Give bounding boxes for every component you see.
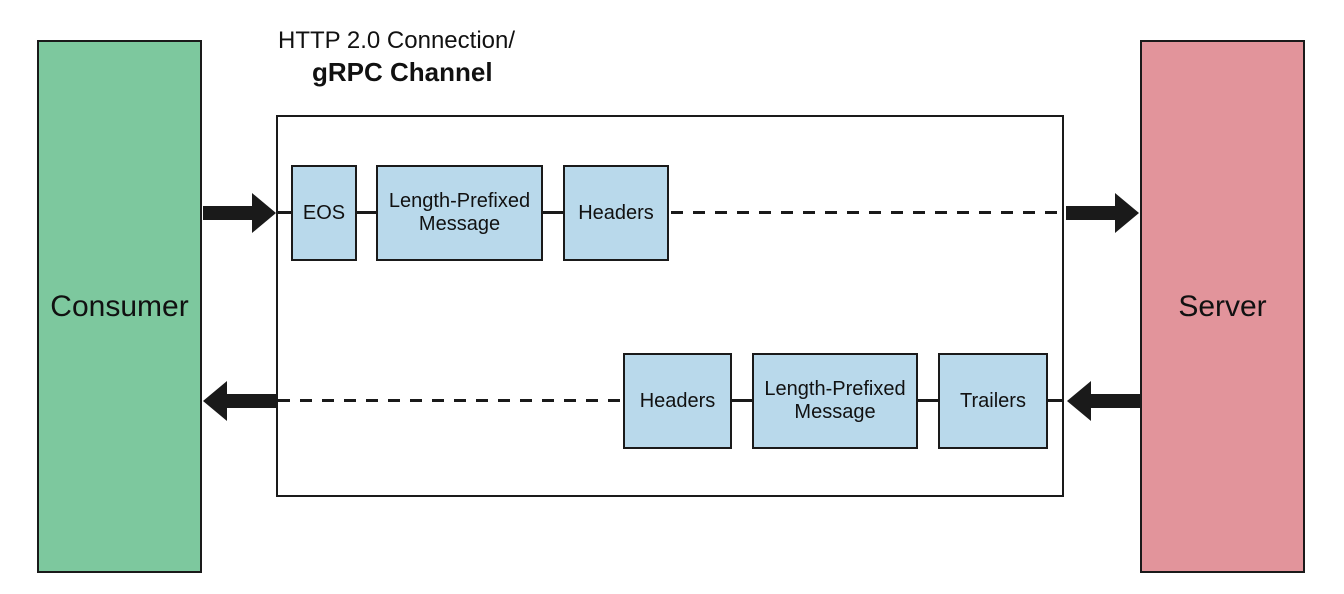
channel-title-line2: gRPC Channel (312, 57, 493, 87)
request-connector-border-to-eos (276, 211, 293, 214)
response-connector-headers-to-message (730, 399, 754, 402)
eos-label: EOS (302, 201, 346, 224)
headers-response-label: Headers (639, 389, 716, 412)
request-connector-eos-to-message (355, 211, 378, 214)
arrow-shaft (225, 394, 276, 408)
consumer-box: Consumer (37, 40, 202, 573)
response-connector-border-to-trailers (1046, 399, 1064, 402)
arrow-shaft (203, 206, 254, 220)
arrow-shaft (1066, 206, 1117, 220)
response-arrow-channel-to-consumer-icon (203, 381, 276, 421)
trailers-label: Trailers (960, 389, 1026, 412)
headers-request-label: Headers (578, 201, 654, 224)
length-prefixed-message-response-label: Length-Prefixed Message (764, 378, 906, 423)
grpc-channel-boundary (276, 115, 1064, 497)
channel-title-line1: HTTP 2.0 Connection/ (278, 27, 516, 54)
response-dashed-line (278, 399, 621, 402)
message-box-headers-request: Headers (563, 165, 669, 261)
channel-title: HTTP 2.0 Connection/ gRPC Channel (278, 26, 515, 89)
response-connector-message-to-trailers (916, 399, 940, 402)
request-dashed-line (671, 211, 1062, 214)
arrow-shaft (1089, 394, 1140, 408)
arrow-head-icon (1067, 381, 1091, 421)
length-prefixed-message-request-label: Length-Prefixed Message (388, 190, 531, 235)
message-box-length-prefixed-message-request: Length-Prefixed Message (376, 165, 543, 261)
response-arrow-server-to-channel-icon (1067, 381, 1140, 421)
message-box-trailers: Trailers (938, 353, 1048, 449)
request-arrow-consumer-to-channel-icon (203, 193, 276, 233)
arrow-head-icon (252, 193, 276, 233)
arrow-head-icon (1115, 193, 1139, 233)
arrow-head-icon (203, 381, 227, 421)
message-box-headers-response: Headers (623, 353, 732, 449)
server-box: Server (1140, 40, 1305, 573)
request-connector-message-to-headers (541, 211, 565, 214)
consumer-label: Consumer (50, 289, 189, 323)
message-box-eos: EOS (291, 165, 357, 261)
message-box-length-prefixed-message-response: Length-Prefixed Message (752, 353, 918, 449)
server-label: Server (1178, 289, 1267, 323)
request-arrow-channel-to-server-icon (1066, 193, 1139, 233)
